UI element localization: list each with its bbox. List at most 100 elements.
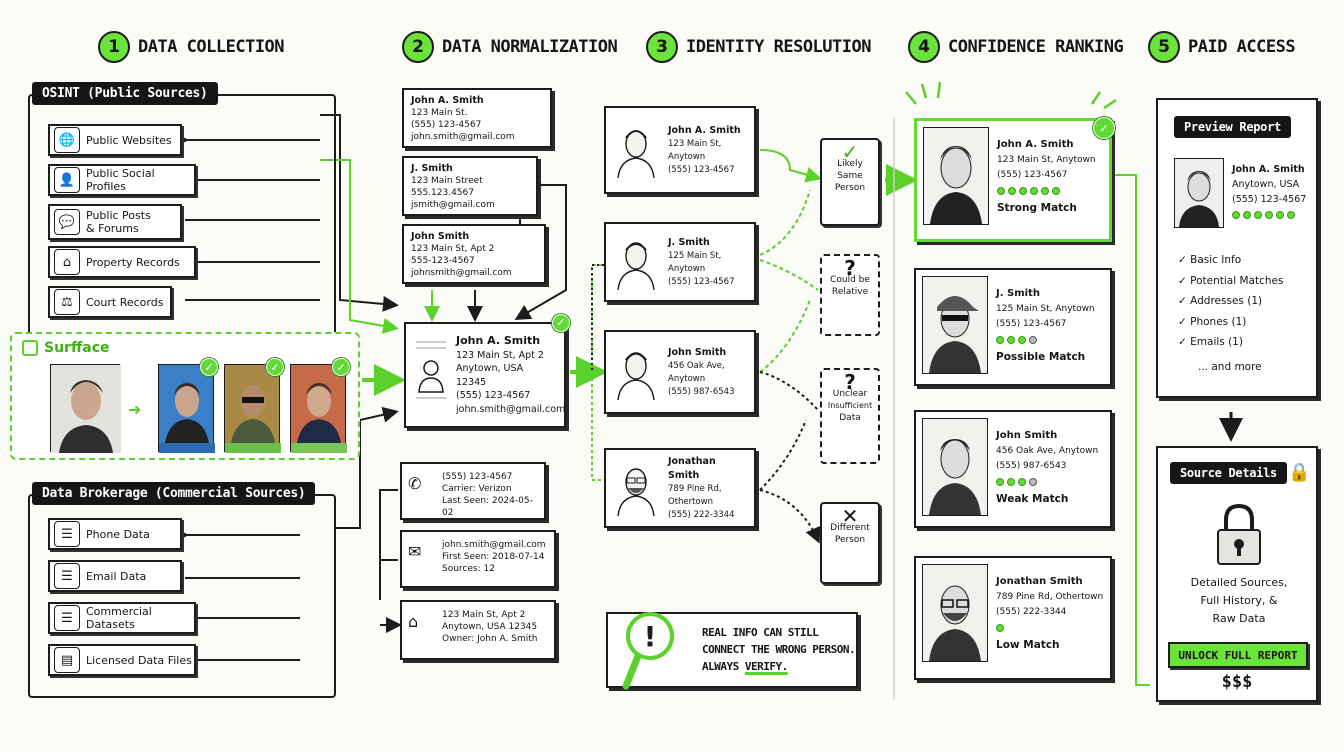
avatar bbox=[612, 460, 660, 516]
broker-line2: Anytown, USA 12345 bbox=[442, 622, 538, 632]
broker-record-phone: ✆ (555) 123-4567 Carrier: Verizon Last S… bbox=[400, 462, 546, 520]
match-photo-1 bbox=[158, 364, 215, 453]
rank-photo bbox=[922, 418, 988, 516]
score-dot bbox=[1019, 187, 1027, 195]
identity-phone: (555) 987-6543 bbox=[668, 386, 735, 397]
source-commercial-datasets[interactable]: ☰Commercial Datasets bbox=[48, 602, 196, 634]
rank-photo bbox=[922, 276, 988, 374]
step-number: 4 bbox=[908, 31, 940, 63]
normalized-email: john.smith@gmail.com bbox=[456, 403, 566, 415]
decision-line: Same bbox=[837, 171, 863, 181]
price-label: $$$ bbox=[1221, 672, 1253, 692]
score-dot bbox=[1018, 478, 1026, 486]
source-public-social-profiles[interactable]: 👤Public Social Profiles bbox=[48, 164, 196, 196]
match-score-dots bbox=[997, 187, 1096, 195]
preview-photo bbox=[1174, 158, 1224, 228]
raw-record-2: J. Smith 123 Main Street 555.123.4567 js… bbox=[402, 156, 538, 216]
rank-phone: (555) 123-4567 bbox=[996, 319, 1067, 329]
source-phone-data[interactable]: ☰Phone Data bbox=[48, 518, 182, 550]
preview-item-label: Phones (1) bbox=[1190, 315, 1247, 328]
check-icon: ✓ bbox=[1093, 117, 1115, 139]
scales-icon: ⚖ bbox=[54, 289, 80, 315]
identity-name: John Smith bbox=[668, 346, 727, 358]
score-dot bbox=[996, 336, 1004, 344]
lock-icon bbox=[1214, 502, 1264, 568]
step-number: 3 bbox=[646, 31, 678, 63]
score-dot bbox=[1007, 478, 1015, 486]
source-public-websites[interactable]: 🌐Public Websites bbox=[48, 124, 182, 156]
record-phone: (555) 123-4567 bbox=[411, 120, 482, 130]
surfface-panel: Surfface ➜ ✓ ✓ ✓ bbox=[10, 332, 360, 460]
decision-unclear: ? Unclear Insufficient Data bbox=[820, 368, 880, 464]
query-face-photo bbox=[50, 364, 121, 453]
match-score-dots bbox=[996, 336, 1095, 344]
match-score-dots bbox=[1232, 211, 1306, 219]
small-lock-icon: 🔒 bbox=[1288, 462, 1311, 483]
source-licensed-data-files[interactable]: ▤Licensed Data Files bbox=[48, 644, 196, 676]
rank-card-2[interactable]: J. Smith 125 Main St, Anytown (555) 123-45… bbox=[914, 268, 1112, 386]
rank-address: 125 Main St, Anytown bbox=[996, 304, 1095, 314]
decision-line: Unclear bbox=[832, 389, 868, 399]
source-property-records[interactable]: ⌂Property Records bbox=[48, 246, 196, 278]
score-dot bbox=[996, 478, 1004, 486]
decision-different-person: ✕ Different Person bbox=[820, 502, 880, 584]
arrow-icon: ➜ bbox=[128, 400, 142, 419]
chat-icon: 💬 bbox=[54, 209, 80, 235]
score-dot bbox=[1052, 187, 1060, 195]
source-details-line1: Detailed Sources, bbox=[1190, 576, 1288, 589]
question-icon: ? bbox=[844, 256, 856, 280]
globe-icon: 🌐 bbox=[54, 127, 80, 153]
check-icon: ✓ bbox=[200, 358, 218, 376]
preview-item: ✓ Basic Info bbox=[1178, 254, 1242, 266]
database-icon: ☰ bbox=[54, 521, 80, 547]
check-icon: ✓ bbox=[332, 358, 350, 376]
source-label: Licensed Data Files bbox=[86, 653, 192, 667]
preview-item-label: Potential Matches bbox=[1190, 274, 1284, 287]
preview-report-panel: Preview Report John A. Smith Anytown, US… bbox=[1156, 98, 1318, 398]
identity-address: 456 Oak Ave, Anytown bbox=[668, 360, 725, 384]
unlock-full-report-button[interactable]: Unlock Full Report bbox=[1168, 642, 1308, 668]
record-address: 123 Main St, Apt 2 bbox=[411, 244, 495, 254]
step-number: 1 bbox=[98, 31, 130, 63]
record-address: 123 Main St. bbox=[411, 108, 468, 118]
source-label: Property Records bbox=[86, 255, 180, 269]
preview-item-label: Basic Info bbox=[1190, 254, 1242, 266]
match-label: Weak Match bbox=[996, 493, 1069, 505]
record-email: johnsmith@gmail.com bbox=[411, 268, 512, 278]
rank-name: J. Smith bbox=[996, 288, 1040, 299]
source-label: Email Data bbox=[86, 569, 147, 583]
identity-phone: (555) 123-4567 bbox=[668, 164, 735, 175]
step-2-header: 2 Data Normalization bbox=[402, 30, 618, 64]
surfface-title: Surfface bbox=[44, 340, 110, 356]
broker-line1: (555) 123-4567 bbox=[442, 472, 513, 482]
decision-line: Could be bbox=[830, 275, 870, 285]
person-icon bbox=[414, 336, 448, 402]
warning-line2: connect the wrong person. bbox=[702, 643, 856, 656]
rank-name: John Smith bbox=[996, 430, 1058, 441]
database-icon: ☰ bbox=[54, 563, 80, 589]
identity-address: 125 Main St, Anytown bbox=[668, 250, 722, 274]
identity-name: Jonathan Smith bbox=[668, 455, 716, 481]
score-dot bbox=[1029, 478, 1037, 486]
decision-line: Person bbox=[834, 183, 866, 193]
broker-line3: Owner: John A. Smith bbox=[442, 634, 538, 644]
step-3-header: 3 Identity Resolution bbox=[646, 30, 871, 64]
identity-card-3[interactable]: John Smith 456 Oak Ave, Anytown (555) 987-… bbox=[604, 330, 756, 414]
score-dot bbox=[1041, 187, 1049, 195]
scan-face-icon bbox=[22, 340, 38, 356]
warning-line3: Always bbox=[702, 660, 739, 673]
decision-line: Different bbox=[830, 523, 870, 533]
source-email-data[interactable]: ☰ Email Data bbox=[48, 560, 182, 592]
source-court-records[interactable]: ⚖Court Records bbox=[48, 286, 172, 318]
preview-more: ... and more bbox=[1198, 360, 1262, 373]
source-details-line2: Full History, & bbox=[1200, 594, 1278, 607]
warning-box: ! Real info can still connect the wrong … bbox=[606, 612, 858, 690]
source-public-posts[interactable]: 💬Public Posts & Forums bbox=[48, 204, 182, 240]
broker-line3: Last Seen: 2024-05-02 bbox=[442, 496, 533, 518]
